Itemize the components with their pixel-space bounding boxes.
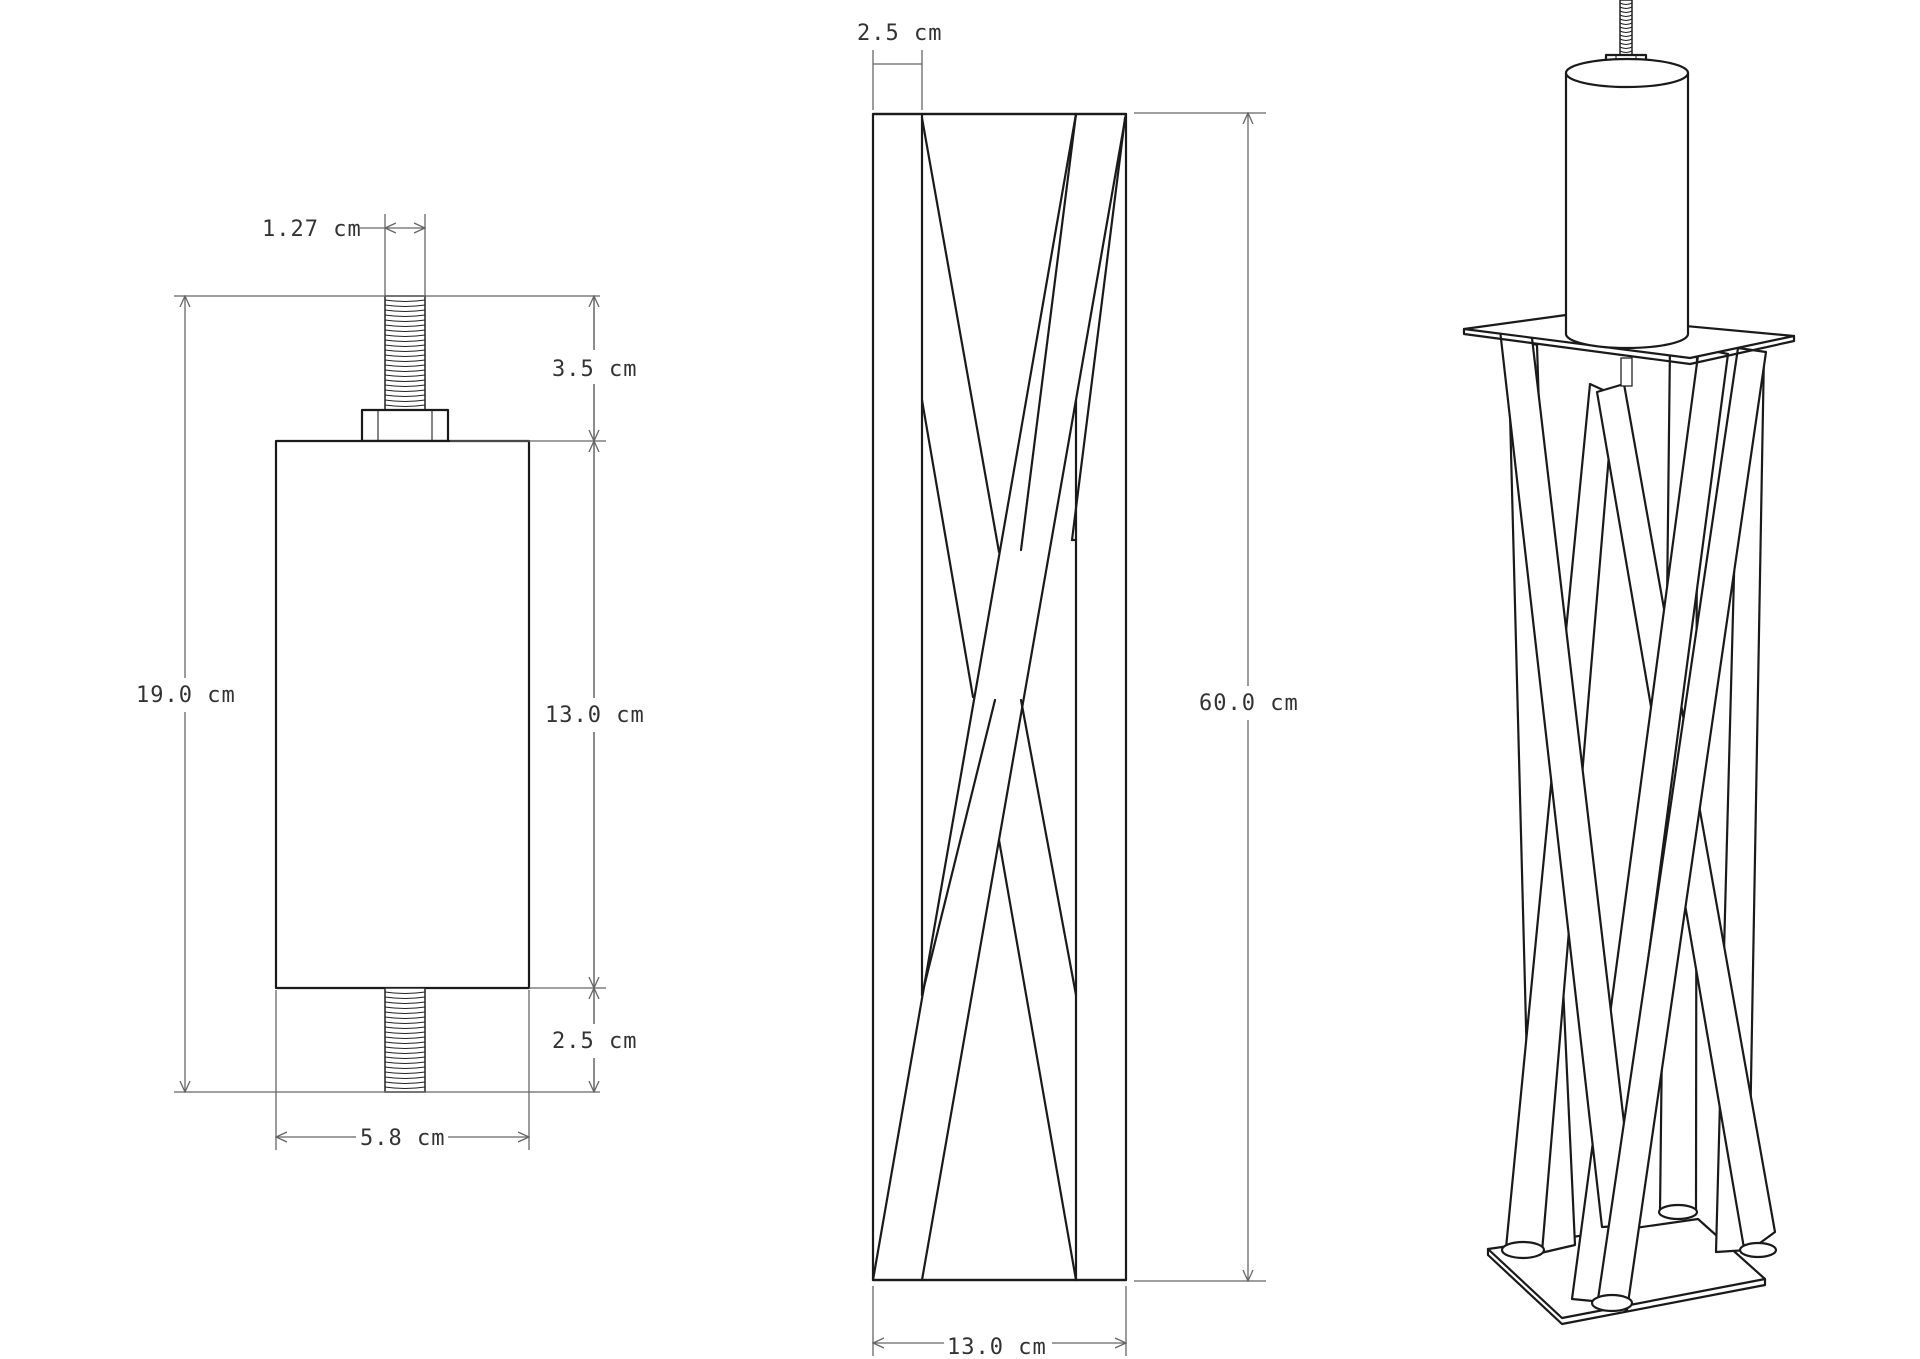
- thread-ridge: [384, 304, 426, 308]
- thread-ridge: [384, 349, 426, 353]
- thread-ridge: [384, 389, 426, 393]
- thread-ridge: [384, 394, 426, 398]
- label-top-thread: 3.5 cm: [552, 357, 637, 382]
- dimension-holder-width: 5.8 cm: [276, 990, 529, 1152]
- dimension-thread-diameter: 1.27 cm: [262, 214, 425, 296]
- perspective-legs: [1498, 328, 1778, 1313]
- hex-nut: [360, 408, 450, 443]
- thread-ridge: [384, 1086, 426, 1090]
- cross-bars: [871, 112, 1128, 1282]
- thread-ridge: [384, 1061, 426, 1065]
- dimension-stand-width: 13.0 cm: [873, 1286, 1126, 1359]
- stand-front-view: 2.5 cm 60.0 cm 13.0 cm: [857, 21, 1302, 1359]
- thread-ridge: [384, 1066, 426, 1070]
- thread-ridge: [384, 319, 426, 323]
- thread-ridge: [1619, 26, 1633, 30]
- thread-ridge: [1619, 34, 1633, 38]
- thread-ridge: [384, 1031, 426, 1035]
- thread-ridge: [384, 1036, 426, 1040]
- thread-ridge: [1619, 2, 1633, 6]
- dimension-stand-height: 60.0 cm: [1134, 113, 1302, 1281]
- thread-ridge: [384, 359, 426, 363]
- thread-ridge: [384, 399, 426, 403]
- thread-ridge: [1619, 42, 1633, 46]
- thread-ridge: [384, 1076, 426, 1080]
- thread-ridge: [384, 1016, 426, 1020]
- top-threaded-rod: [384, 295, 426, 411]
- thread-ridge: [384, 329, 426, 333]
- thread-ridge: [384, 299, 426, 303]
- dimension-right-chain: 3.5 cm 13.0 cm 2.5 cm: [450, 296, 648, 1092]
- thread-ridge: [384, 1026, 426, 1030]
- thread-ridge: [384, 1056, 426, 1060]
- thread-ridge: [384, 1041, 426, 1045]
- rod-under-plate: [1620, 357, 1633, 387]
- thread-ridge: [384, 404, 426, 408]
- thread-ridge: [384, 374, 426, 378]
- thread-ridge: [384, 1006, 426, 1010]
- thread-ridge: [1619, 18, 1633, 22]
- bottom-threaded-rod: [384, 987, 426, 1093]
- perspective-threaded-rod: [1619, 0, 1633, 57]
- thread-ridge: [1619, 10, 1633, 14]
- thread-ridge: [1619, 50, 1633, 54]
- thread-ridge: [384, 1046, 426, 1050]
- dimension-leg-width: 2.5 cm: [857, 21, 942, 110]
- thread-ridge: [384, 1081, 426, 1085]
- thread-ridge: [384, 324, 426, 328]
- holder-body: [274, 439, 531, 990]
- label-leg-width: 2.5 cm: [857, 21, 942, 46]
- label-thread-diameter: 1.27 cm: [262, 217, 362, 242]
- label-overall-height: 19.0 cm: [136, 683, 236, 708]
- thread-ridge: [1619, 14, 1633, 18]
- thread-ridge: [1619, 22, 1633, 26]
- label-bottom-thread: 2.5 cm: [552, 1029, 637, 1054]
- perspective-cylinder-holder: [1564, 57, 1690, 350]
- thread-ridge: [1619, 30, 1633, 34]
- thread-ridge: [384, 991, 426, 995]
- label-stand-width: 13.0 cm: [947, 1335, 1047, 1359]
- thread-ridge: [384, 364, 426, 368]
- thread-ridge: [384, 314, 426, 318]
- dimension-overall-height: 19.0 cm: [132, 296, 600, 1092]
- thread-ridge: [384, 309, 426, 313]
- thread-ridge: [384, 1001, 426, 1005]
- thread-ridge: [1619, 46, 1633, 50]
- thread-ridge: [384, 996, 426, 1000]
- thread-ridge: [384, 384, 426, 388]
- thread-ridge: [384, 339, 426, 343]
- thread-ridge: [384, 1021, 426, 1025]
- thread-ridge: [1619, 38, 1633, 42]
- thread-ridge: [1619, 6, 1633, 10]
- thread-ridge: [384, 354, 426, 358]
- thread-ridge: [384, 1071, 426, 1075]
- label-stand-height: 60.0 cm: [1199, 691, 1299, 716]
- stand-outline: [871, 112, 1128, 1282]
- label-holder-width: 5.8 cm: [360, 1126, 445, 1151]
- holder-front-view: 1.27 cm 19.0 cm 3.5 cm 13.0 cm 2.5 cm: [132, 214, 648, 1152]
- thread-ridge: [384, 379, 426, 383]
- thread-ridge: [384, 334, 426, 338]
- thread-ridge: [384, 1051, 426, 1055]
- stand-perspective-view: [1462, 0, 1796, 1326]
- thread-ridge: [384, 344, 426, 348]
- thread-ridge: [384, 369, 426, 373]
- thread-ridge: [384, 1011, 426, 1015]
- label-holder-body-height: 13.0 cm: [545, 703, 645, 728]
